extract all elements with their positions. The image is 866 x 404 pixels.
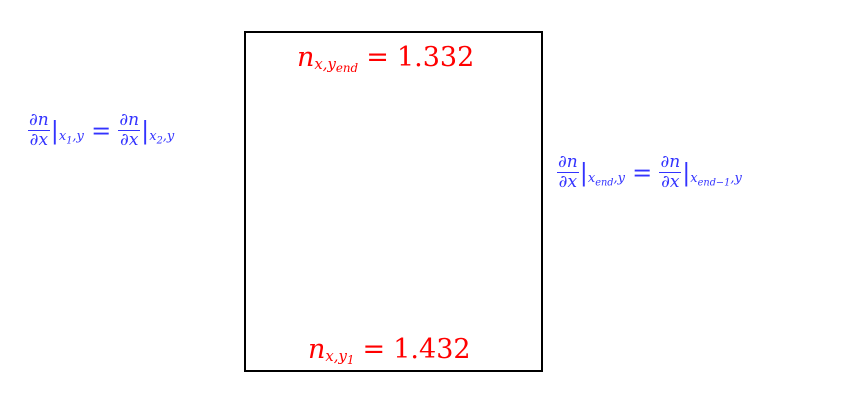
right-derivative-2: ∂n ∂x <box>659 152 682 192</box>
left-eval1-main: x <box>58 128 67 144</box>
left-derivative-1: ∂n ∂x <box>28 112 50 149</box>
left-eval2-main: x <box>149 128 157 144</box>
left-eval-2: x2,y <box>149 129 174 147</box>
right-eval2-tail: ,y <box>730 170 742 186</box>
left-eval2-tail: ,y <box>162 128 175 144</box>
bottom-var: n <box>308 334 326 365</box>
left-equals: = <box>91 116 112 145</box>
right-eval1-sub: end <box>595 177 614 189</box>
right-boundary-label: ∂n ∂x |xend,y= ∂n ∂x |xend−1,y <box>557 154 742 191</box>
left-eval-bar-2: | <box>141 116 150 145</box>
left-eval1-sub: 1 <box>66 135 73 147</box>
left-eval1-tail: ,y <box>72 128 84 144</box>
right-eval1-tail: ,y <box>613 170 625 186</box>
left-eval-bar-1: | <box>50 116 59 145</box>
right-frac1-num: ∂n <box>557 152 579 173</box>
left-eval2-sub: 2 <box>156 135 163 147</box>
right-eval-bar-1: | <box>579 158 588 187</box>
bottom-equals: = <box>362 334 386 365</box>
right-frac2-num: ∂n <box>659 152 682 173</box>
top-value: 1.332 <box>396 42 475 73</box>
right-eval-bar-2: | <box>682 158 691 187</box>
left-eval-1: x1,y <box>59 129 84 147</box>
left-frac1-den: ∂x <box>29 130 49 150</box>
right-eval-1: xend,y <box>588 171 625 189</box>
right-equals: = <box>632 158 653 187</box>
left-frac2-num: ∂n <box>118 110 141 131</box>
top-var: n <box>297 42 315 73</box>
top-sub-sub: end <box>335 61 359 76</box>
right-frac1-den: ∂x <box>558 172 578 192</box>
right-eval1-main: x <box>587 170 596 186</box>
top-subscript: x,yend <box>314 55 359 76</box>
right-derivative-1: ∂n ∂x <box>557 154 579 191</box>
right-eval2-main: x <box>690 170 698 186</box>
left-derivative-2: ∂n ∂x <box>118 110 141 150</box>
top-equals: = <box>366 42 389 73</box>
bottom-sub-main: x,y <box>325 347 347 366</box>
domain-boundary-box <box>244 31 543 372</box>
bottom-value: 1.432 <box>393 334 471 365</box>
bottom-subscript: x,y1 <box>325 347 355 368</box>
left-frac2-den: ∂x <box>120 130 139 150</box>
top-sub-main: x,y <box>314 55 336 74</box>
right-frac2-den: ∂x <box>661 172 680 192</box>
bottom-sub-sub: 1 <box>346 353 355 368</box>
left-boundary-label: ∂n ∂x |x1,y= ∂n ∂x |x2,y <box>28 112 174 149</box>
right-eval-2: xend−1,y <box>690 171 742 189</box>
left-frac1-num: ∂n <box>28 110 50 131</box>
right-eval2-sub: end−1 <box>697 177 731 189</box>
